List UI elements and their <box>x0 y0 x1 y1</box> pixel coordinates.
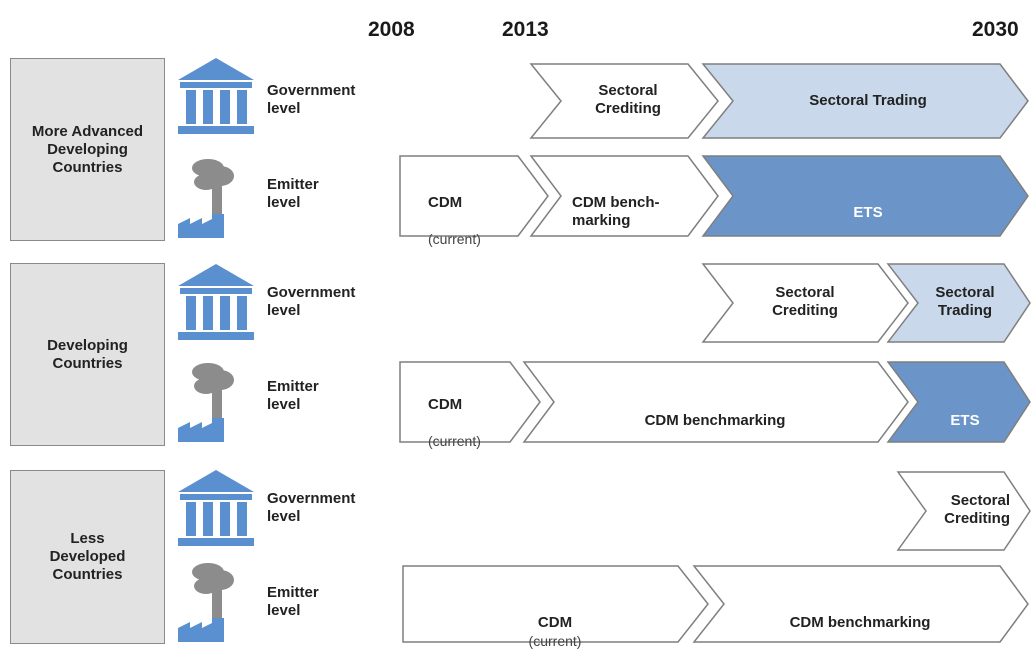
government-building-icon <box>178 264 254 340</box>
year-2008: 2008 <box>368 18 415 41</box>
government-building-icon <box>178 58 254 134</box>
arrow-g3-cdm-benchmarking <box>692 565 1029 643</box>
arrow-g2-ets <box>886 361 1031 443</box>
group-less-developed: Less Developed Countries <box>10 470 165 644</box>
arrow-g1-ets <box>701 155 1029 237</box>
arrow-g2-sectoral-trading <box>886 263 1031 343</box>
arrow-g2-sectoral-crediting <box>701 263 909 343</box>
year-2013: 2013 <box>502 18 549 41</box>
government-building-icon <box>178 470 254 546</box>
arrow-g1-sectoral-crediting <box>529 63 719 139</box>
factory-emission-icon <box>178 563 234 642</box>
factory-emission-icon <box>178 159 234 238</box>
government-level-label: Government level <box>267 284 356 319</box>
group-developing: Developing Countries <box>10 263 165 446</box>
arrow-g3-cdm-current <box>402 565 709 643</box>
arrow-g2-cdm-current <box>399 361 541 443</box>
arrow-g1-cdm-current <box>399 155 549 237</box>
group-more-advanced-developing: More Advanced Developing Countries <box>10 58 165 241</box>
government-level-label: Government level <box>267 490 356 525</box>
arrow-g1-cdm-benchmarking <box>529 155 719 237</box>
factory-emission-icon <box>178 363 234 442</box>
emitter-level-label: Emitter level <box>267 584 319 619</box>
year-2030: 2030 <box>972 18 1019 41</box>
arrow-g1-sectoral-trading <box>701 63 1029 139</box>
emitter-level-label: Emitter level <box>267 378 319 413</box>
arrow-g3-sectoral-crediting <box>896 471 1031 551</box>
government-level-label: Government level <box>267 82 356 117</box>
emitter-level-label: Emitter level <box>267 176 319 211</box>
arrow-g2-cdm-benchmarking <box>522 361 909 443</box>
